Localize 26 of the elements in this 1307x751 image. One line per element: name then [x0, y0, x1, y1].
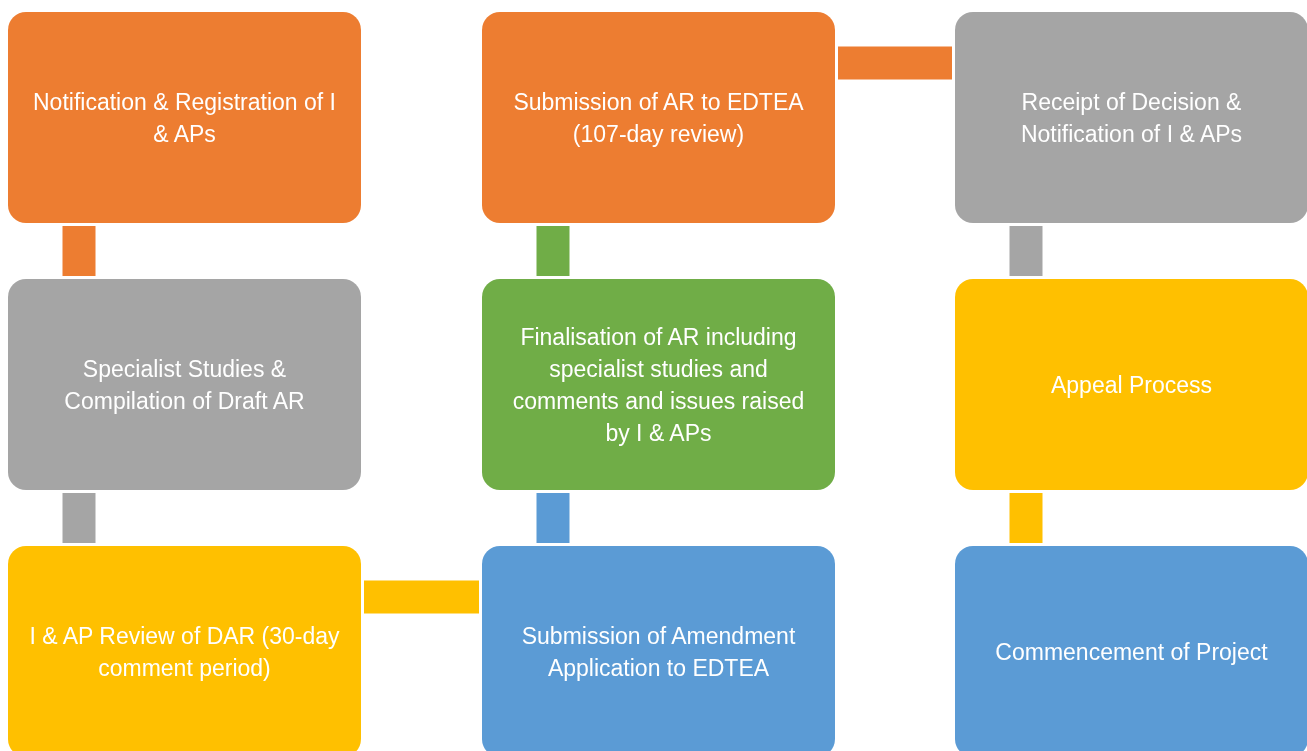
process-box [8, 546, 361, 751]
process-box [955, 546, 1307, 751]
step-text: Finalisation of AR including specialist studies and comments and issues raised by I & APs [511, 322, 806, 448]
connector-bar [1009, 493, 1043, 543]
connector-bar [838, 46, 952, 80]
step-text: Receipt of Decision & Notification of I & APs [1019, 87, 1244, 149]
step-text: I & AP Review of DAR (30-day comment period) [28, 621, 341, 683]
step-text: Specialist Studies & Compilation of Draft AR [63, 354, 306, 416]
connector-bar [536, 493, 570, 543]
process-box [482, 12, 835, 223]
process-box [8, 12, 361, 223]
connector-bar [536, 226, 570, 276]
step-text: Submission of Amendment Application to EDTEA [520, 621, 797, 683]
step-text: Commencement of Project [995, 637, 1268, 667]
process-box [955, 279, 1307, 490]
connector-bar [1009, 226, 1043, 276]
connector-bar [364, 580, 479, 614]
step-text: Appeal Process [1050, 370, 1213, 400]
process-box [482, 546, 835, 751]
process-box [8, 279, 361, 490]
step-text: Notification & Registration of I & APs [32, 87, 337, 149]
step-text: Submission of AR to EDTEA (107-day review) [512, 87, 805, 149]
connector-bar [62, 493, 96, 543]
connector-bar [62, 226, 96, 276]
process-box [482, 279, 835, 490]
process-box [955, 12, 1307, 223]
